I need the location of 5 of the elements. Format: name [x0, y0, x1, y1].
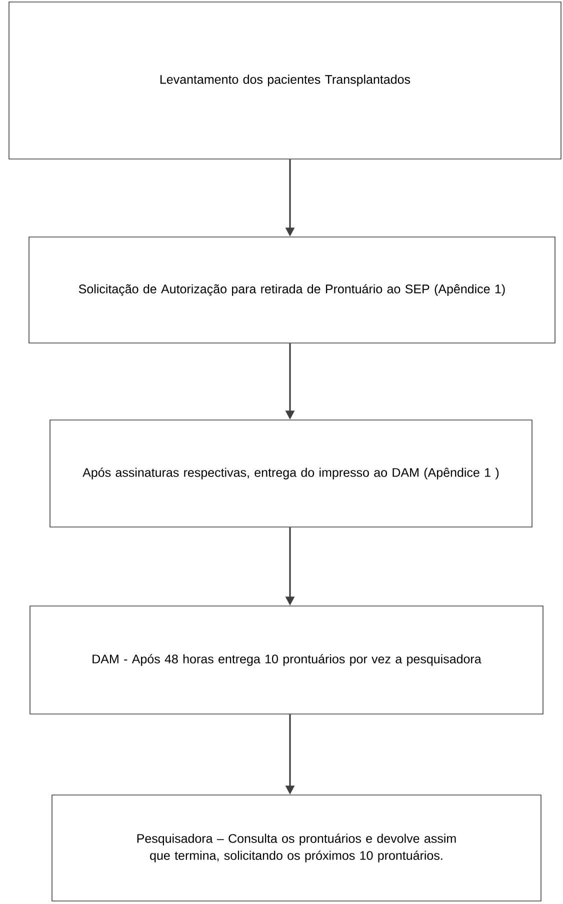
- process-box: DAM - Após 48 horas entrega 10 prontuários por vez a pesquisadora: [30, 606, 544, 714]
- process-box: Levantamento dos pacientes Transplantados: [8, 2, 562, 160]
- process-box: Pesquisadora – Consulta os prontuários e devolve assim que termina, solicitando os próximos 10 prontuários.: [52, 794, 542, 902]
- process-box: Solicitação de Autorização para retirada de Prontuário ao SEP (Apêndice 1): [28, 236, 556, 344]
- process-box: Após assinaturas respectivas, entrega do impresso ao DAM (Apêndice 1 ): [50, 420, 532, 528]
